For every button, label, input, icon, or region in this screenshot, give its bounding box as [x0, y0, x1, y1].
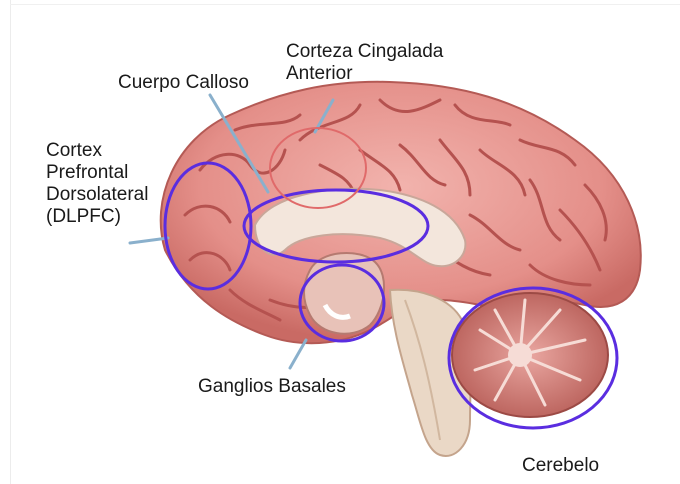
label-cuerpo-calloso: Cuerpo Calloso: [118, 72, 249, 94]
label-ganglios-basales: Ganglios Basales: [198, 376, 346, 398]
pointer-ganglios-basales: [290, 340, 306, 368]
label-cerebelo: Cerebelo: [522, 455, 599, 477]
label-cortex-prefrontal: Cortex Prefrontal Dorsolateral (DLPFC): [46, 140, 148, 228]
label-corteza-cingalada: Corteza Cingalada Anterior: [286, 41, 443, 85]
cerebellum-core: [508, 343, 532, 367]
